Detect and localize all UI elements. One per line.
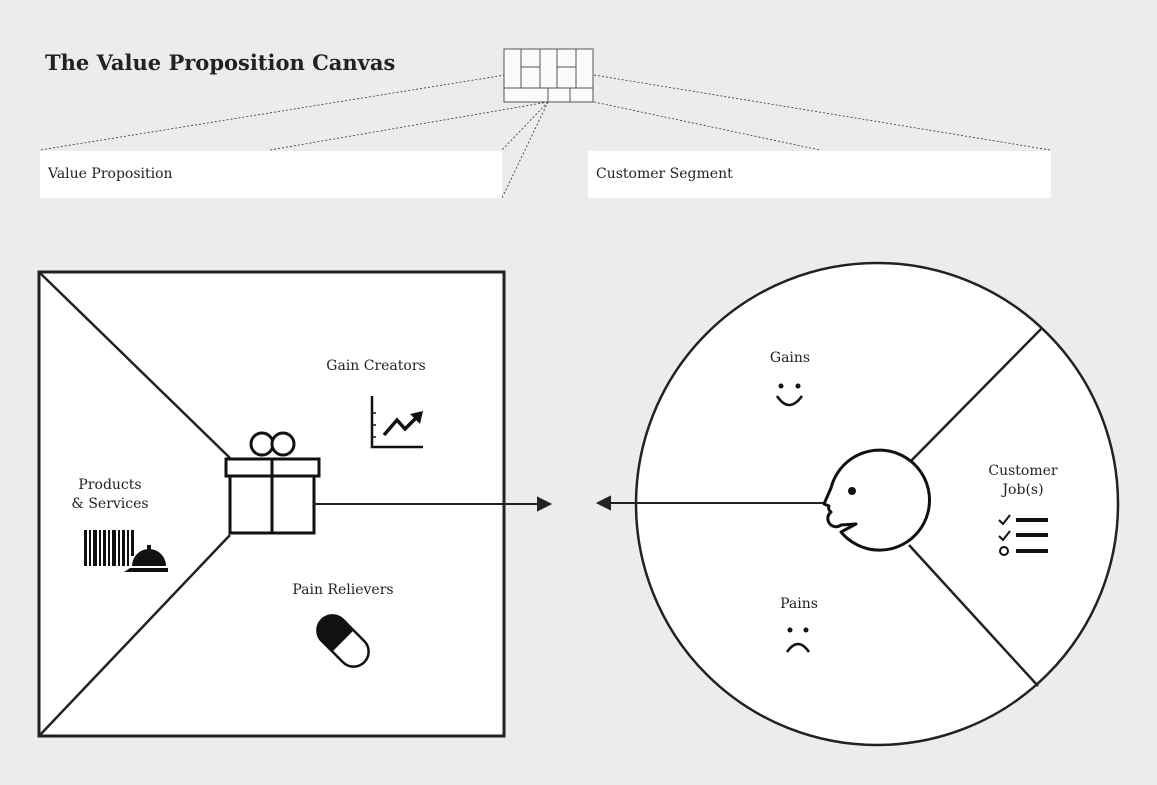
page-title: The Value Proposition Canvas: [45, 50, 396, 75]
pains-label: Pains: [780, 596, 818, 612]
customer-jobs-line2: Job(s): [1002, 482, 1044, 498]
customer-segment-field[interactable]: Customer Segment: [588, 151, 1051, 198]
customer-head-icon: [822, 448, 932, 552]
checklist-icon: [998, 514, 1048, 556]
gains-label: Gains: [769, 350, 811, 366]
trending-chart-icon: [370, 396, 423, 449]
products-services-line2: & Services: [71, 496, 149, 512]
pain-relievers-label: Pain Relievers: [292, 582, 394, 598]
customer-jobs-line1: Customer: [988, 463, 1058, 479]
gain-creators-label: Gain Creators: [326, 358, 426, 374]
value-proposition-field[interactable]: Value Proposition: [40, 151, 502, 198]
products-services-label: Products & Services: [60, 476, 160, 514]
pill-icon: [316, 614, 370, 668]
canvas-thumbnail-icon[interactable]: [503, 48, 594, 103]
frown-icon: [785, 627, 811, 653]
customer-segment-label: Customer Segment: [596, 166, 733, 182]
products-services-line1: Products: [78, 477, 142, 493]
customer-jobs-label: Customer Job(s): [978, 462, 1068, 500]
value-proposition-label: Value Proposition: [48, 166, 173, 182]
connector-lines: [39, 74, 1051, 199]
barcode-cloche-icon: [84, 530, 168, 572]
arrow-to-value-map: [595, 495, 826, 511]
arrow-to-customer: [314, 496, 553, 512]
smile-icon: [775, 383, 804, 407]
gift-icon: [224, 431, 321, 535]
